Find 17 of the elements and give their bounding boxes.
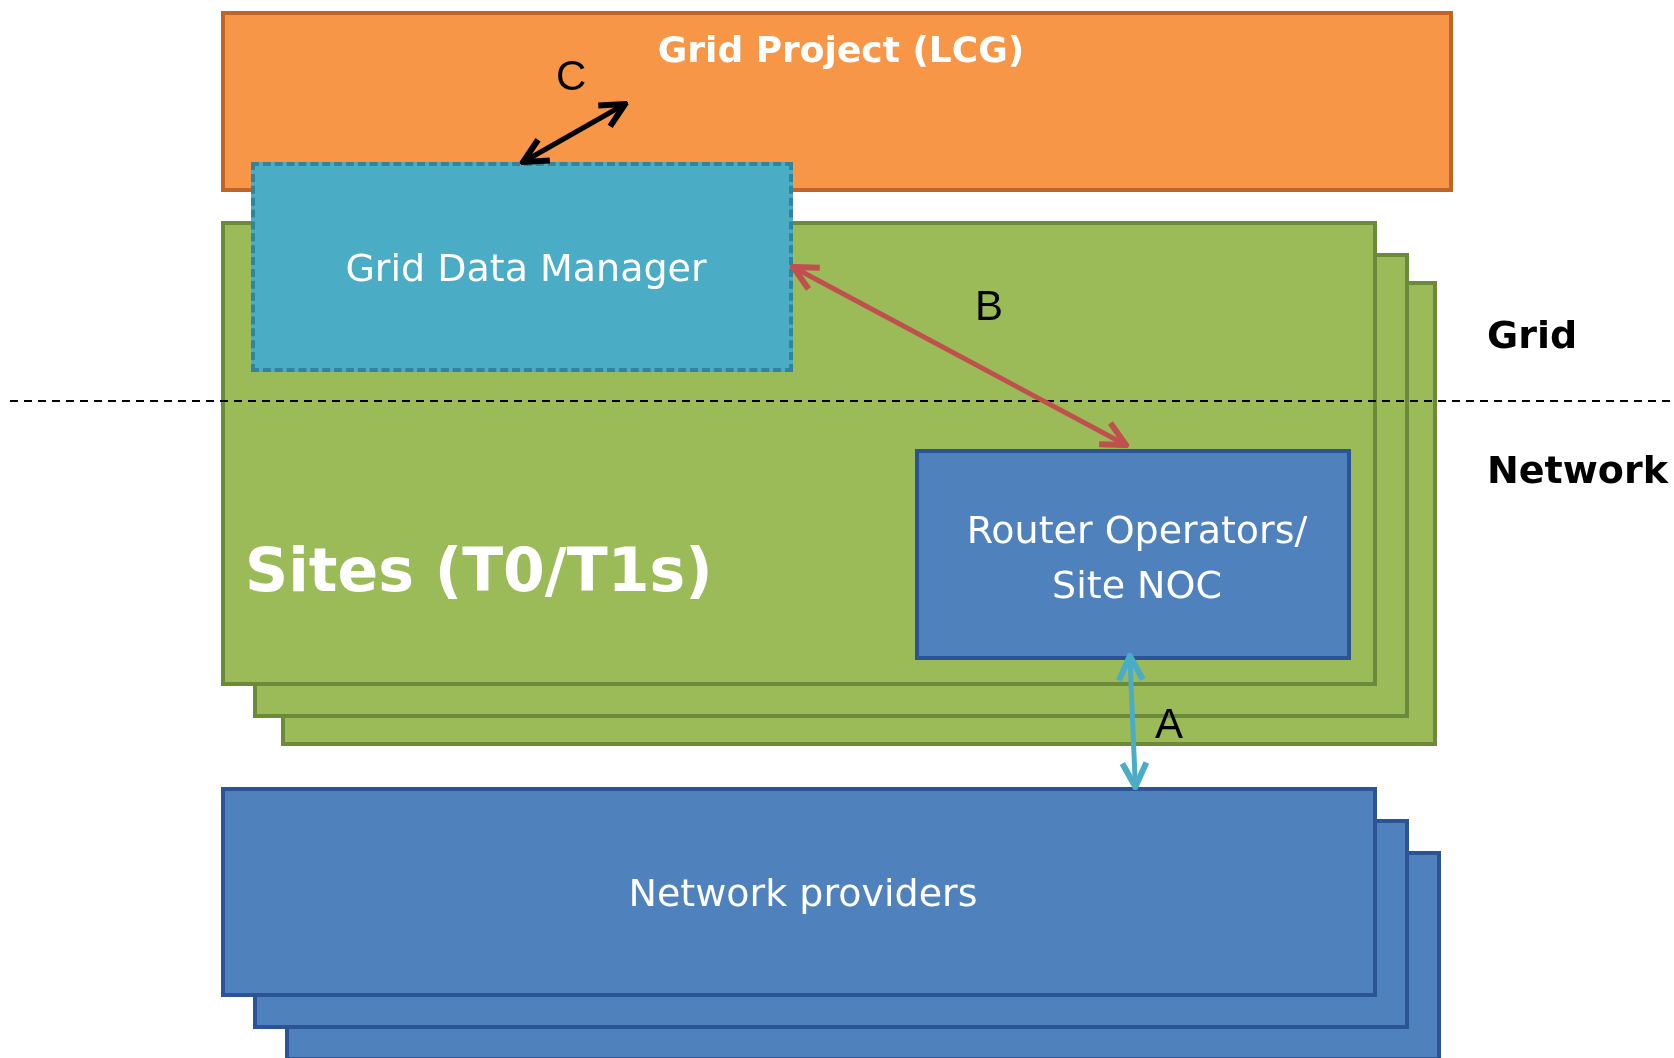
box bbox=[221, 787, 1377, 997]
node-label: Grid Data Manager bbox=[344, 246, 708, 290]
layer-label: Network bbox=[1487, 448, 1668, 492]
double-arrow bbox=[520, 101, 629, 165]
box bbox=[221, 11, 1453, 192]
node-label: Network providers bbox=[627, 871, 979, 915]
edge-label: A bbox=[1155, 700, 1183, 748]
edge-label: B bbox=[975, 282, 1003, 330]
node-label: Sites (T0/T1s) bbox=[245, 535, 713, 605]
double-arrow bbox=[790, 264, 1129, 448]
layer-label: Grid bbox=[1487, 313, 1578, 357]
dashed-box bbox=[251, 162, 793, 372]
double-arrow bbox=[1115, 653, 1150, 790]
node-label: Router Operators/ Site NOC bbox=[965, 507, 1309, 610]
edge-label: C bbox=[556, 52, 587, 100]
box bbox=[915, 449, 1351, 660]
node-label: Grid Project (LCG) bbox=[656, 29, 1026, 70]
